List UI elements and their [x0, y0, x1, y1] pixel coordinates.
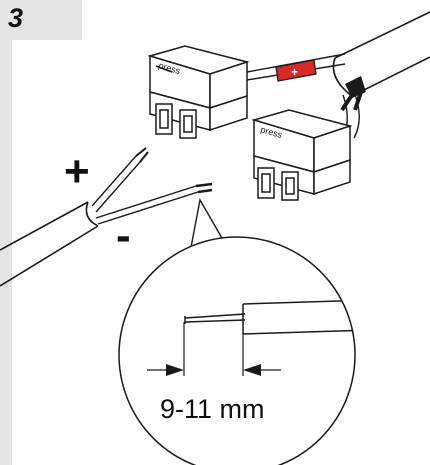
minus-label: - — [116, 211, 131, 260]
fork-terminal-icon — [340, 76, 366, 112]
red-inline-fuse-icon: + — [275, 59, 317, 82]
connector-upper — [147, 45, 250, 139]
plus-label: + — [64, 147, 90, 196]
dimension-arrow-left — [166, 364, 184, 376]
left-cable — [0, 201, 99, 287]
step-number: 3 — [8, 3, 23, 33]
plus-wire — [91, 147, 149, 213]
sidebar-strip — [0, 40, 12, 465]
detail-magnifier: 9-11 mm — [118, 236, 356, 465]
dimension-arrow-right — [243, 364, 261, 376]
connector-lower — [251, 109, 353, 201]
strip-length-label: 9-11 mm — [160, 394, 265, 424]
fuse-symbol: + — [291, 65, 298, 79]
step-badge — [0, 0, 82, 40]
dimension-lines — [147, 322, 281, 376]
minus-wire — [95, 182, 213, 225]
